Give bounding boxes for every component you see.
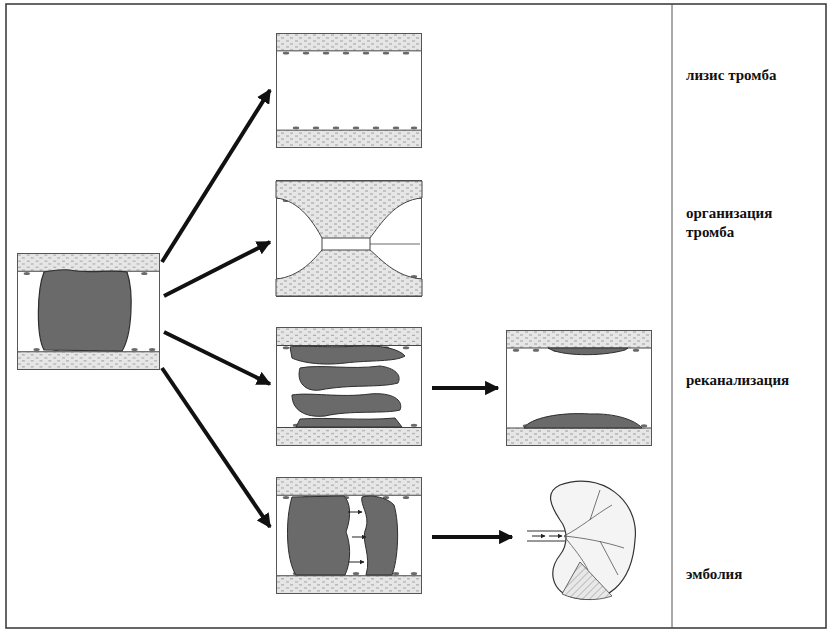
organized-thrombus-vessel: [276, 250, 422, 296]
fragmenting-thrombus-vessel: [287, 496, 397, 575]
outcome-arrows: [162, 368, 270, 527]
outcome-arrows: [432, 535, 512, 539]
recanalizing-thrombus-vessel: [299, 366, 399, 390]
kidney-infarct: [549, 536, 562, 537]
fragmenting-thrombus-vessel: [362, 496, 398, 575]
recanalizing-thrombus-vessel: [290, 346, 405, 427]
fragmenting-thrombus-vessel: [352, 537, 366, 538]
recanalizing-thrombus-vessel: [296, 418, 402, 427]
kidney-infarct: [600, 541, 618, 575]
fragmenting-thrombus-vessel: [276, 477, 422, 594]
recanalized-vessel: [506, 330, 652, 446]
kidney-infarct: [532, 536, 562, 537]
recanalizing-thrombus-vessel: [290, 346, 405, 364]
kidney-infarct: [551, 481, 636, 599]
fragmenting-thrombus-vessel: [276, 477, 422, 594]
organized-thrombus-vessel: [322, 238, 323, 250]
fragmenting-thrombus-vessel: [287, 496, 349, 575]
outcome-arrows: [164, 332, 270, 384]
recanalized-vessel: [524, 414, 642, 428]
kidney-infarct: [564, 536, 588, 570]
fragmenting-thrombus-vessel: [348, 512, 366, 562]
organized-thrombus-vessel: [276, 180, 422, 297]
organized-thrombus-vessel: [370, 244, 420, 245]
organized-thrombus-vessel: [276, 181, 422, 238]
kidney-infarct: [527, 541, 565, 542]
recanalizing-thrombus-vessel: [276, 327, 422, 446]
column-divider: [672, 4, 673, 628]
vessel-with-thrombus: [17, 253, 160, 370]
outcome-arrows: [164, 242, 270, 296]
vessel-with-thrombus: [17, 253, 160, 370]
kidney-infarct: [527, 481, 635, 600]
kidney-infarct: [564, 536, 624, 548]
kidney-infarct: [527, 531, 565, 532]
recanalizing-thrombus-vessel: [292, 394, 401, 417]
lysed-vessel: [276, 33, 422, 148]
lysed-vessel: [276, 33, 422, 148]
recanalized-vessel: [524, 348, 642, 428]
outcome-label: эмболия: [686, 565, 818, 584]
kidney-infarct: [590, 490, 600, 520]
fragmenting-thrombus-vessel: [348, 512, 362, 513]
vessel-with-thrombus: [38, 270, 131, 351]
organized-thrombus-vessel: [276, 180, 422, 297]
outcome-arrows: [162, 90, 512, 537]
recanalizing-thrombus-vessel: [276, 327, 422, 446]
fragmenting-thrombus-vessel: [348, 562, 364, 563]
recanalized-vessel: [548, 348, 628, 355]
outcome-label: лизис тромба: [686, 66, 818, 85]
kidney-infarct: [564, 490, 624, 575]
recanalized-vessel: [506, 330, 652, 446]
outcome-label: реканализация: [686, 371, 818, 390]
outcome-arrows: [162, 90, 270, 262]
outer-frame: [6, 4, 826, 628]
outcome-arrows: [432, 386, 498, 390]
kidney-infarct: [564, 505, 612, 536]
outcome-label: организация тромба: [686, 204, 818, 242]
kidney-infarct: [532, 536, 545, 537]
